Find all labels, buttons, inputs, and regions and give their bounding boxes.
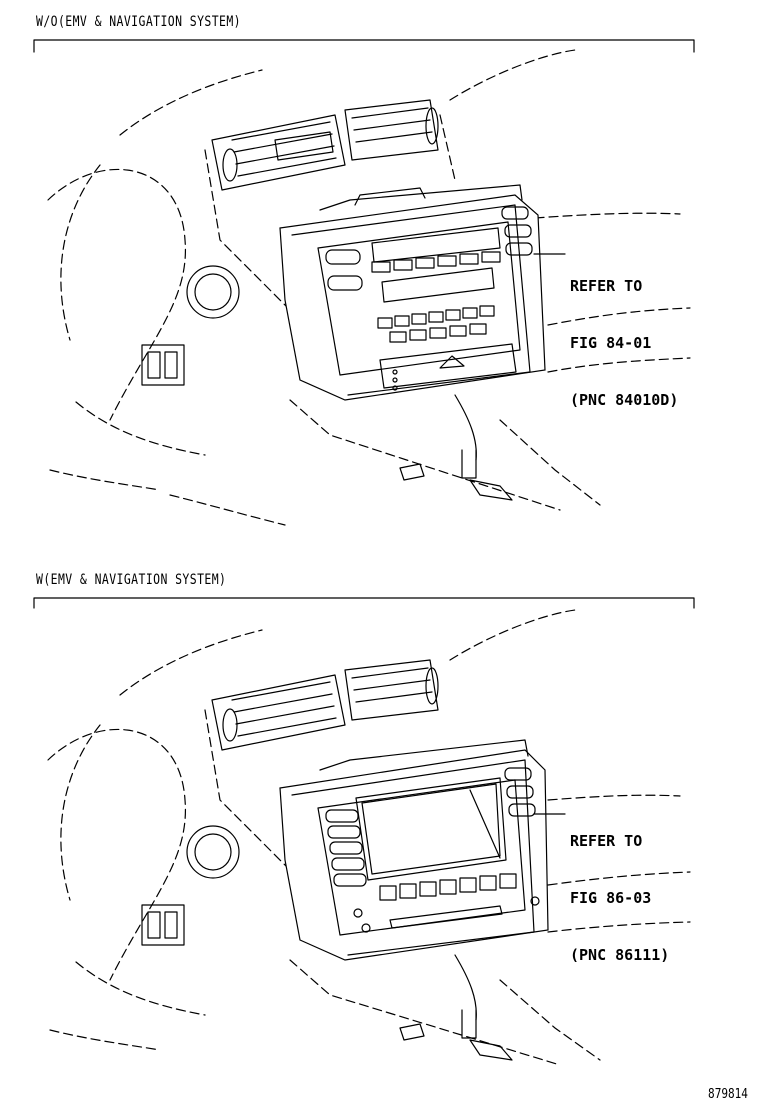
callout-line-refer: REFER TO <box>570 832 643 850</box>
callout-line-pnc: (PNC 84010D) <box>570 391 679 409</box>
section-title-with-nav: W(EMV & NAVIGATION SYSTEM) <box>36 572 227 588</box>
callout-refer-with-nav: REFER TO FIG 86-03 (PNC 86111) <box>570 794 669 984</box>
dashboard-illustration-with-nav <box>33 597 695 1066</box>
section-title-without-nav: W/O(EMV & NAVIGATION SYSTEM) <box>36 14 242 30</box>
dashboard-illustration-without-nav <box>33 39 695 526</box>
callout-line-fig: FIG 84-01 <box>570 334 652 352</box>
callout-line-pnc: (PNC 86111) <box>570 946 670 964</box>
callout-line-fig: FIG 86-03 <box>570 889 652 907</box>
diagram-id: 879814 <box>708 1087 748 1102</box>
callout-line-refer: REFER TO <box>570 277 643 295</box>
callout-refer-without-nav: REFER TO FIG 84-01 (PNC 84010D) <box>570 239 678 429</box>
